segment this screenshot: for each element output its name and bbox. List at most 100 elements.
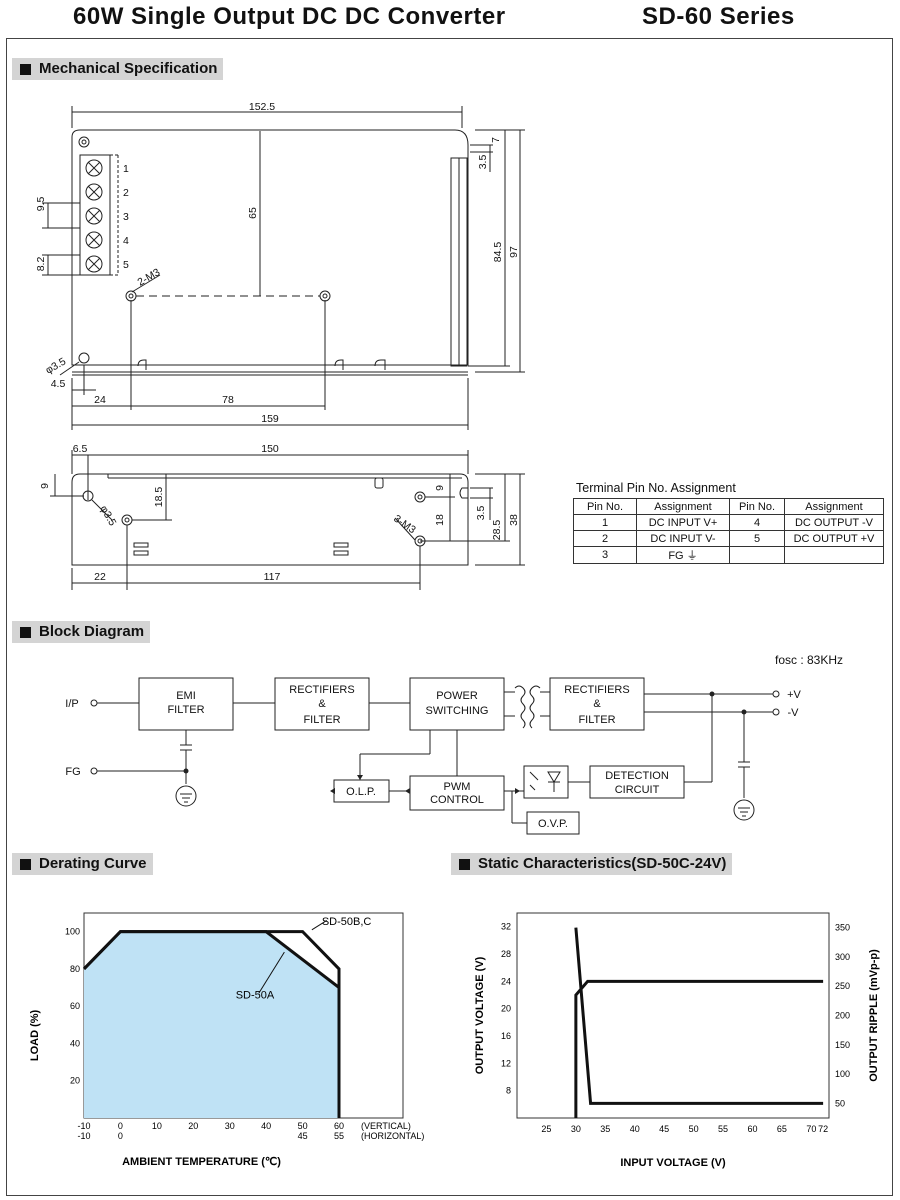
rectifier-box-1 [274,677,370,731]
x-tick-label-vertical: 20 [188,1121,198,1131]
y-tick-label: 8 [506,1086,511,1096]
plus-v-label: +V [787,689,801,701]
x-tick-label: 40 [630,1124,640,1134]
ip-label: I/P [65,698,78,710]
tick-note-vertical: (VERTICAL) [361,1121,411,1131]
transformer-secondary [529,685,541,729]
y-tick-label: 40 [70,1038,80,1048]
dim-38: 38 [508,514,520,526]
optocoupler-box [523,765,569,799]
label-3-m3: 3-M3 [391,513,418,537]
series-label-sd-50a: SD-50A [236,990,275,1002]
x-tick-label-horizontal: 0 [118,1131,123,1141]
svg-text:O.V.P.: O.V.P. [538,818,568,830]
section-static: Static Characteristics(SD-50C-24V) [451,853,733,875]
terminal-label-5: 5 [123,259,129,271]
svg-text:&: & [593,698,601,710]
mechanical-drawing: 152.5 159 78 24 4.5 65 84.5 97 7 3.5 9.5… [35,101,525,590]
pin-table-title: Terminal Pin No. Assignment [576,481,736,495]
y2-axis-label: OUTPUT RIPPLE (mVp-p) [868,949,880,1082]
x-tick-label: 35 [600,1124,610,1134]
x-tick-label-vertical: -10 [77,1121,90,1131]
y2-tick-label: 350 [835,923,850,933]
x-tick-label: 50 [689,1124,699,1134]
dim-152-5: 152.5 [249,101,275,113]
terminal-label-2: 2 [123,187,129,199]
y-tick-label: 32 [501,922,511,932]
x-tick-label: 70 [806,1124,816,1134]
sd-50a-pointer [258,951,285,994]
section-derating: Derating Curve [12,853,153,875]
dim-8-2: 8.2 [35,257,47,272]
dim-4-5: 4.5 [51,378,66,390]
header-pin-no-2: Pin No. [729,498,785,515]
x-tick-label-vertical: 40 [261,1121,271,1131]
transformer-primary [514,685,526,729]
dim-84-5: 84.5 [492,242,504,263]
case-outline-side [71,473,469,566]
dim-9-left: 9 [39,483,51,489]
x-tick-label: 55 [718,1124,728,1134]
output-ripple-line [574,927,824,1105]
x-tick-label-vertical: 60 [334,1121,344,1131]
x-tick-label: 25 [541,1124,551,1134]
dim-3-5-side: 3.5 [475,506,487,521]
svg-text:CONTROL: CONTROL [430,794,484,806]
svg-text:FILTER: FILTER [167,704,204,716]
header-pin-no: Pin No. [573,498,637,515]
x-axis-label: AMBIENT TEMPERATURE (℃) [122,1156,281,1168]
block-diagram: I/P FG +V -V EMI FILTER RECTIFIERS & FIL… [65,677,802,835]
x-tick-label-vertical: 50 [298,1121,308,1131]
tick-note-horizontal: (HORIZONTAL) [361,1131,424,1141]
y2-tick-label: 300 [835,952,850,962]
label-2-m3: 2-M3 [136,266,163,288]
dim-78: 78 [222,394,234,406]
y-axis-label: OUTPUT VOLTAGE (V) [474,956,486,1074]
y-tick-label: 20 [70,1076,80,1086]
y-tick-label: 100 [65,927,80,937]
x-tick-label-horizontal: -10 [77,1131,90,1141]
y-tick-label: 28 [501,949,511,959]
svg-text:POWER: POWER [436,690,478,702]
svg-text:RECTIFIERS: RECTIFIERS [289,684,354,696]
x-tick-label-horizontal: 45 [298,1131,308,1141]
dim-22: 22 [94,571,106,583]
y2-tick-label: 150 [835,1040,850,1050]
dim-18-5: 18.5 [153,487,165,508]
derating-line-sd-50a [82,930,341,1118]
x-axis-label: INPUT VOLTAGE (V) [620,1157,726,1169]
dim-117: 117 [264,571,281,583]
fg-terminal [90,767,98,775]
dim-28-5: 28.5 [491,520,503,541]
dim-7: 7 [490,137,502,143]
ip-terminal [90,699,98,707]
x-tick-label: 65 [777,1124,787,1134]
section-block-diagram: Block Diagram [12,621,151,643]
dim-9-5: 9.5 [35,197,47,212]
x-tick-label: 60 [747,1124,757,1134]
dim-150: 150 [261,443,279,455]
x-tick-label: 45 [659,1124,669,1134]
terminal-label-4: 4 [123,235,129,247]
minus-v-label: -V [788,707,800,719]
label-hole-side: φ3.5 [97,504,118,529]
series-label-sd-50bc: SD-50B,C [322,916,372,928]
y2-tick-label: 100 [835,1069,850,1079]
svg-text:FILTER: FILTER [303,714,340,726]
minus-v-terminal [772,708,780,716]
sd-50bc-pointer [311,920,328,931]
header-assignment: Assignment [636,498,730,515]
rectifier-box-2 [549,677,645,731]
x-tick-label: 72 [818,1124,828,1134]
power-switching-box [409,677,505,731]
svg-text:DETECTION: DETECTION [605,770,669,782]
plot-area [516,912,830,1119]
page-title: 60W Single Output DC DC Converter [73,3,506,30]
dim-3-5: 3.5 [477,155,489,170]
plus-v-terminal [772,690,780,698]
optocoupler-icon [529,771,561,791]
x-tick-label-vertical: 0 [118,1121,123,1131]
dim-65: 65 [247,207,259,219]
